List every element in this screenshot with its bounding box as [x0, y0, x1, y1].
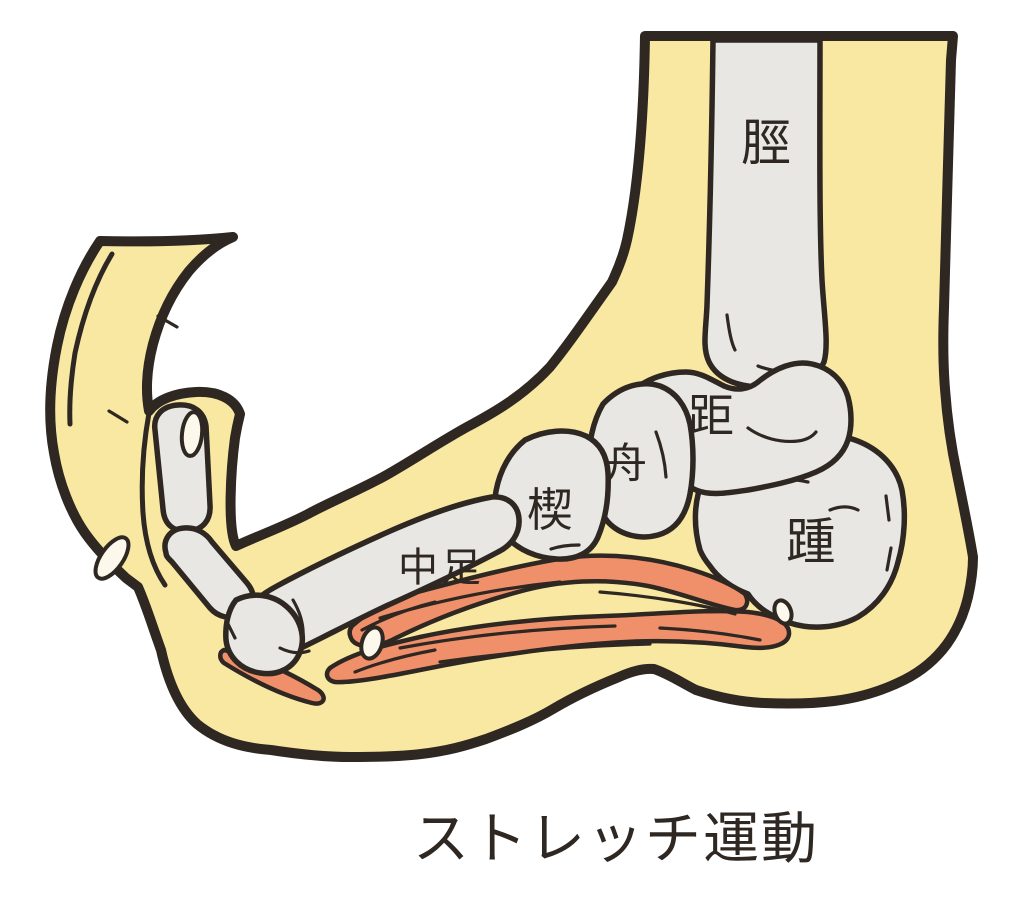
- heel-attachment-gap: [772, 598, 794, 626]
- skin-wrinkle-tick-lower: [107, 409, 129, 424]
- metatarsal-head-texture-tick: [225, 620, 237, 640]
- muscle-streak-5: [658, 626, 762, 642]
- label-tibia: 脛: [741, 114, 791, 172]
- label-metatarsal: 中足: [398, 545, 484, 591]
- muscle-streak-6: [360, 600, 437, 632]
- sesamoid-gap: [359, 625, 385, 661]
- calcaneus-texture-dash-1: [884, 494, 891, 522]
- muscle-streak-4: [598, 590, 737, 616]
- tibia-bone: [702, 37, 829, 390]
- label-cuneiform: 楔: [527, 483, 573, 537]
- tibia-texture-line-1: [725, 313, 737, 352]
- toenail-outer: [93, 535, 131, 581]
- toe-inner-contour-line: [67, 251, 115, 427]
- caption-text: ストレッチ運動: [413, 807, 819, 872]
- muscle-streak-7: [353, 648, 437, 674]
- calcaneus-texture-line-2: [828, 505, 860, 512]
- skin-wrinkle-tick-upper: [156, 314, 179, 329]
- metatarsal-head-smile-line: [278, 646, 311, 655]
- cuneiform-label-dash: [549, 543, 581, 551]
- toe-pad-boundary-line: [139, 410, 168, 588]
- toenail-inner: [179, 410, 205, 458]
- calcaneus-texture-dash-2: [885, 546, 893, 572]
- metatarsal-head-bone: [223, 592, 306, 677]
- talus-texture-line: [746, 426, 818, 444]
- navicular-texture-line: [654, 430, 668, 479]
- muscle-streak-3: [438, 642, 652, 664]
- label-calcaneus: 踵: [786, 513, 836, 571]
- label-navicular: 舟: [605, 439, 647, 488]
- muscle-streak-2: [398, 624, 617, 650]
- label-talus: 距: [688, 389, 734, 443]
